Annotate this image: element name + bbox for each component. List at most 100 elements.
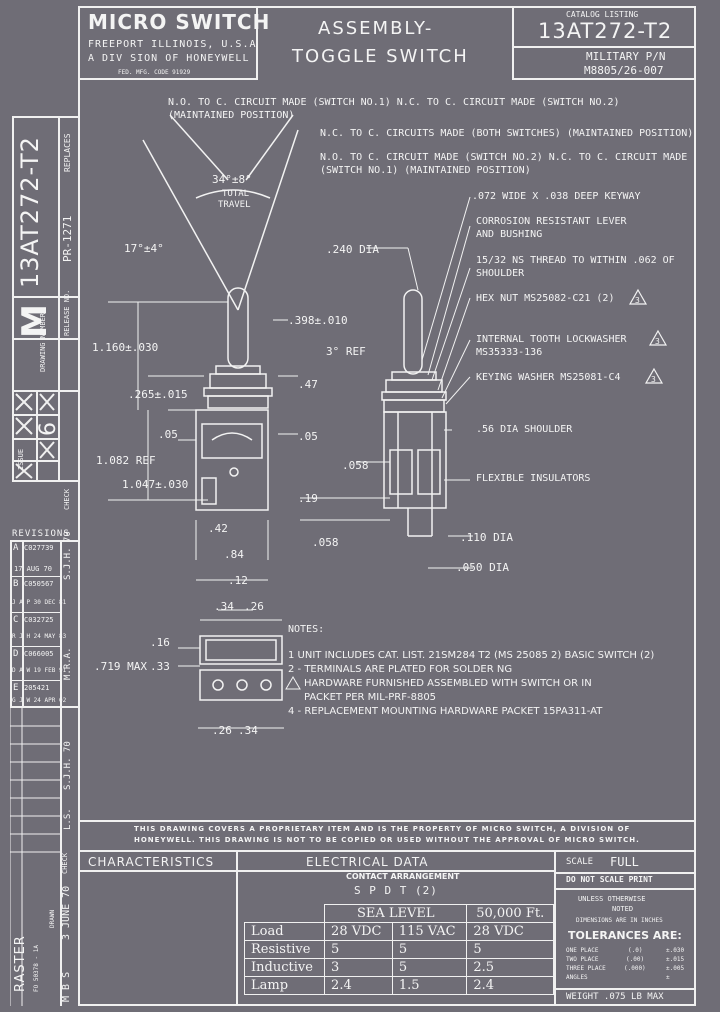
dim-travel-angle: 34°±8° <box>212 173 252 186</box>
sea-level-header: SEA LEVEL <box>324 904 468 923</box>
side-replaces: REPLACES <box>63 133 72 172</box>
note-4: 4 - REPLACEMENT MOUNTING HARDWARE PACKET… <box>288 706 603 717</box>
company-name: MICRO SWITCH <box>88 10 271 34</box>
callout-lockwasher-ms: MS35333-136 <box>476 347 543 358</box>
callout-lockwasher: INTERNAL TOOTH LOCKWASHER <box>476 334 627 345</box>
altitude-header: 50,000 Ft. <box>466 904 554 923</box>
revisions-table <box>10 540 80 708</box>
callout-switch1: N.O. TO C. CIRCUIT MADE (SWITCH NO.1) N.… <box>168 97 620 108</box>
catalog-number: 13AT272-T2 <box>538 19 673 43</box>
side-check: CHECK <box>63 488 71 510</box>
note-2: 2 - TERMINALS ARE PLATED FOR SOLDER NG <box>288 664 513 675</box>
callout-hex-nut: HEX NUT MS25082-C21 (2) <box>476 293 615 304</box>
drawn-date: 3 JUNE 70 <box>61 885 72 940</box>
table-row: Inductive 3 5 2.5 <box>243 958 554 977</box>
callout-insulators: FLEXIBLE INSULATORS <box>476 473 591 484</box>
table-row: Lamp 2.4 1.5 2.4 <box>243 976 554 995</box>
contact-value: S P D T (2) <box>354 884 438 897</box>
dim-33: .33 <box>150 660 170 673</box>
side-block <box>12 116 80 482</box>
military-number: M8805/26-007 <box>584 64 664 77</box>
drawn-label: DRAWN <box>49 909 56 928</box>
do-not-scale: DO NOT SCALE PRINT <box>566 875 653 884</box>
weight-label: WEIGHT .075 LB MAX <box>566 992 664 1002</box>
notes-heading: NOTES: <box>288 624 325 635</box>
dim-16: .16 <box>150 636 170 649</box>
electrical-table: SEA LEVEL 50,000 Ft. Load 28 VDC 115 VAC… <box>243 904 554 995</box>
side-release: RELEASE NO. <box>63 289 71 336</box>
callout-switch2-b: (SWITCH NO.1) (MAINTAINED POSITION) <box>320 165 531 176</box>
dim-travel-label1: TOTAL <box>222 189 250 199</box>
dim-05-right: .05 <box>298 430 318 443</box>
dim-42: .42 <box>208 522 228 535</box>
revision-initials-4: L.S. <box>63 808 73 830</box>
callout-switch2: N.O. TO C. CIRCUIT MADE (SWITCH NO.2) N.… <box>320 152 688 163</box>
note-triangle-icon <box>644 367 664 384</box>
dim-47: .47 <box>298 378 318 391</box>
callout-maintained: (MAINTAINED POSITION) <box>168 110 295 121</box>
col-load: Load <box>243 922 326 941</box>
altitude-row: SEA LEVEL 50,000 Ft. <box>244 904 554 923</box>
callout-thread: 15/32 NS THREAD TO WITHIN .062 OF <box>476 255 675 266</box>
dim-1047: 1.047±.030 <box>122 478 189 491</box>
company-box <box>78 6 258 80</box>
dim-719-max: .719 MAX <box>94 660 147 673</box>
company-city: FREEPORT ILLINOIS, U.S.A <box>88 39 257 50</box>
revisions-heading: REVISIONS <box>12 529 70 539</box>
note-triangle-icon <box>628 288 648 305</box>
raster-label: RASTER <box>13 935 28 992</box>
callout-lever: CORROSION RESISTANT LEVER <box>476 216 627 227</box>
note-3: HARDWARE FURNISHED ASSEMBLED WITH SWITCH… <box>304 678 592 689</box>
dim-3-ref: 3° REF <box>326 345 366 358</box>
catalog-label: CATALOG LISTING <box>566 10 639 19</box>
callout-dia-shoulder: .56 DIA SHOULDER <box>476 424 573 435</box>
form-number: FO 50378 - 1A <box>33 945 40 992</box>
company-division: A DIV SION OF HONEYWELL <box>88 53 250 64</box>
dim-1160: 1.160±.030 <box>92 341 159 354</box>
dim-058-top: .058 <box>342 459 369 472</box>
military-label: MILITARY P/N <box>586 50 666 63</box>
scale-value: FULL <box>610 855 639 869</box>
catalog-box <box>512 6 696 80</box>
callout-shoulder: SHOULDER <box>476 268 525 279</box>
unless-label: UNLESS OTHERWISE <box>578 895 646 903</box>
callout-050-dia: .050 DIA <box>456 561 509 574</box>
dim-34-top: .34 <box>214 600 234 613</box>
revision-initials-2: M.R.A. <box>63 647 73 680</box>
proprietary-line1: THIS DRAWING COVERS A PROPRIETARY ITEM A… <box>134 825 631 833</box>
note-3-cont: PACKET PER MIL-PRF-8805 <box>304 692 437 703</box>
callout-110-dia: .110 DIA <box>460 531 513 544</box>
dim-240-dia: .240 DIA <box>326 243 379 256</box>
revision-initials-3: S.J.H. 70 <box>63 741 73 790</box>
dim-26-bottom: .26 <box>212 724 232 737</box>
col-28vdc-alt: 28 VDC <box>466 922 554 941</box>
dim-12: .12 <box>228 574 248 587</box>
electrical-heading: ELECTRICAL DATA <box>306 855 429 869</box>
dim-265: .265±.015 <box>128 388 188 401</box>
dim-19: .19 <box>298 492 318 505</box>
switch-drawing <box>108 114 473 729</box>
revision-initials-1: S.J.H. 70 <box>63 531 73 580</box>
revision-grid <box>10 708 62 1006</box>
col-115vac: 115 VAC <box>391 922 468 941</box>
dimensions-note: DIMENSIONS ARE IN INCHES <box>576 917 663 924</box>
column-header-row: Load 28 VDC 115 VAC 28 VDC <box>243 922 554 941</box>
scale-label: SCALE <box>566 857 594 867</box>
sheet-border <box>78 6 696 1006</box>
side-drawing-number: 13AT272-T2 <box>16 136 44 288</box>
contact-label: CONTACT ARRANGEMENT <box>346 872 460 881</box>
callout-keyway: .072 WIDE X .038 DEEP KEYWAY <box>472 191 641 202</box>
mbs-initials: M B S <box>61 971 72 1002</box>
proprietary-line2: HONEYWELL. THIS DRAWING IS NOT TO BE COP… <box>134 836 640 844</box>
fed-code: FED. MFG. CODE 91929 <box>118 69 191 76</box>
dim-058-bottom: .058 <box>312 536 339 549</box>
dim-travel-label2: TRAVEL <box>218 200 251 210</box>
drawing-title-line1: ASSEMBLY- <box>318 18 434 39</box>
note-triangle-icon <box>285 676 301 690</box>
dim-84: .84 <box>224 548 244 561</box>
strip-check: CHECK <box>61 852 69 874</box>
noted-label: NOTED <box>612 905 634 913</box>
dim-26-top: .26 <box>244 600 264 613</box>
dim-lever-angle: 17°±4° <box>124 242 164 255</box>
